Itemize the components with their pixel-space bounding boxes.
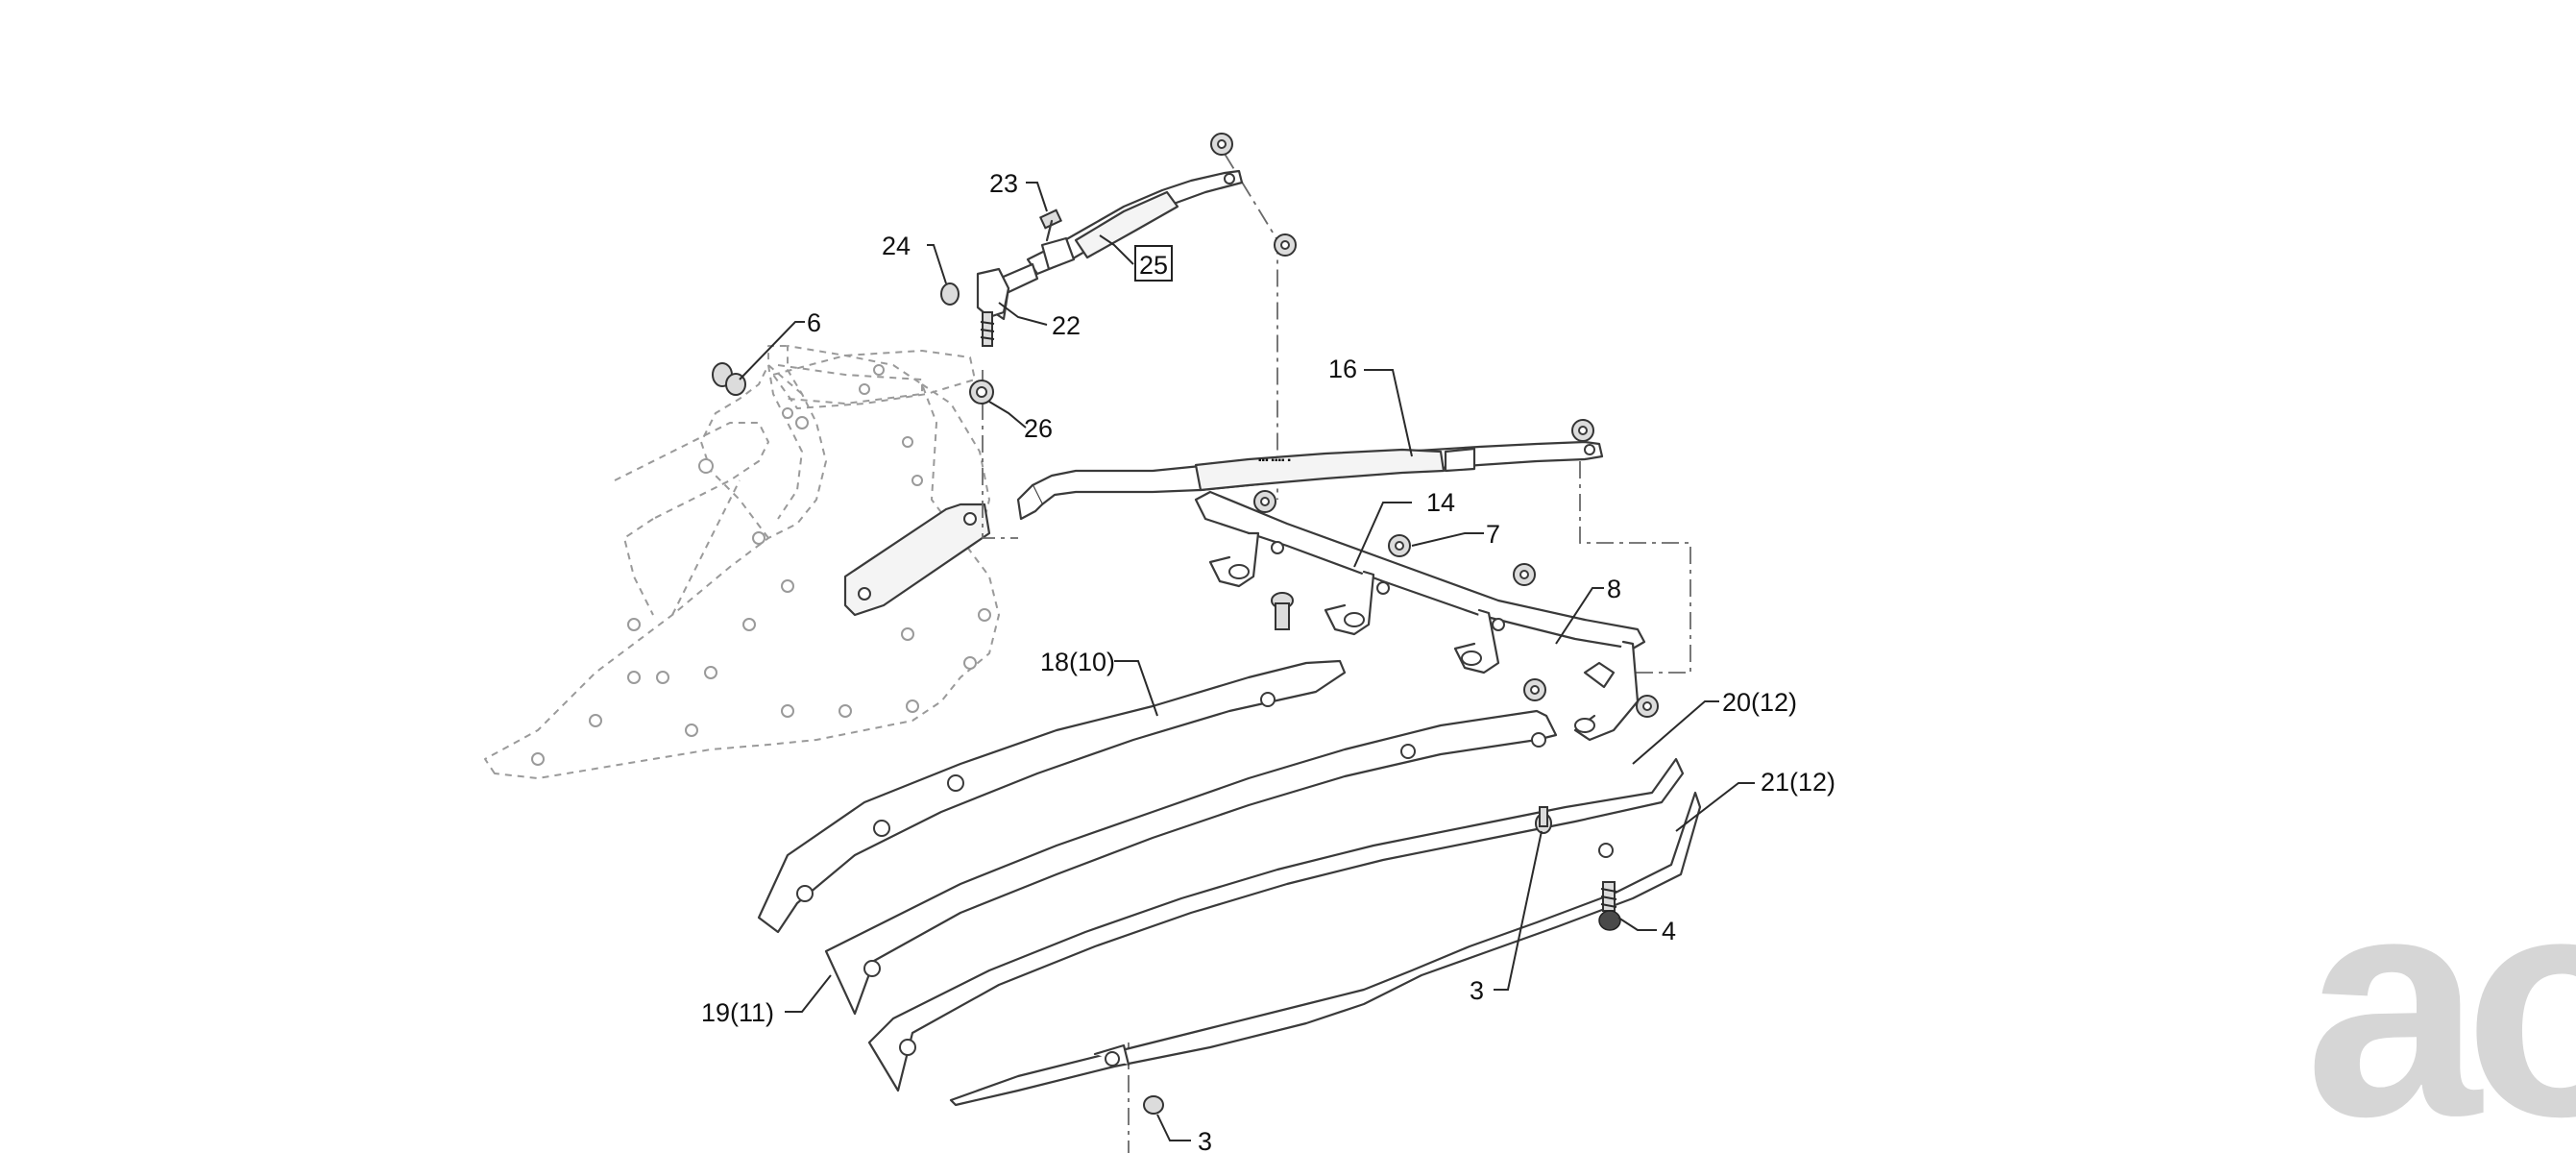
nuts-7	[1253, 490, 1659, 718]
strip-19	[824, 709, 1558, 1016]
strip-18	[757, 659, 1347, 934]
callout-4: 4	[1662, 917, 1676, 945]
callout-25-box	[1134, 245, 1173, 282]
stamp-marking: ▪▪▪ ▪▪▪▪ ▪	[1258, 455, 1291, 466]
callout-6: 6	[807, 308, 821, 337]
callout-25: 25	[1139, 251, 1168, 280]
callout-16: 16	[1328, 355, 1357, 383]
callout-23: 23	[989, 169, 1018, 198]
bolt-3-lower	[1143, 1095, 1164, 1115]
bolt-3	[1535, 806, 1552, 834]
callout-19: 19(11)	[701, 998, 774, 1027]
callout-20: 20(12)	[1722, 688, 1797, 717]
top-nuts	[1210, 133, 1594, 442]
callout-labels: 23 24 25 22 6 26 16 14 7 8 18(10) 20(12)…	[701, 169, 1835, 1153]
callout-18: 18(10)	[1040, 648, 1115, 676]
strip-20	[867, 732, 1685, 1092]
strip-21	[949, 791, 1702, 1107]
long-turnbuckle: ▪▪▪ ▪▪▪▪ ▪	[1016, 440, 1604, 521]
callout-14: 14	[1426, 488, 1455, 517]
carriage-bolt	[1271, 592, 1294, 630]
bolt-4	[1598, 881, 1621, 931]
upper-turnbuckle	[987, 169, 1244, 321]
callout-7: 7	[1486, 520, 1500, 549]
flat-link-bracket	[843, 503, 991, 617]
callout-8: 8	[1607, 575, 1621, 603]
watermark-logo: ao	[2305, 827, 2576, 1153]
mounting-bracket	[772, 350, 976, 409]
callout-24: 24	[882, 232, 911, 260]
callout-26: 26	[1024, 414, 1053, 443]
callout-21: 21(12)	[1761, 768, 1835, 797]
callout-22: 22	[1052, 311, 1081, 340]
nut-24	[940, 282, 960, 306]
callout-3-bottom: 3	[1198, 1127, 1212, 1153]
watermark-text: ao	[2305, 827, 2576, 1153]
bolt-23	[1038, 209, 1063, 242]
tine-bar-14	[1194, 490, 1646, 742]
nut-26	[969, 380, 994, 405]
leader-lines	[739, 182, 1755, 1141]
callout-3-center: 3	[1470, 976, 1484, 1005]
